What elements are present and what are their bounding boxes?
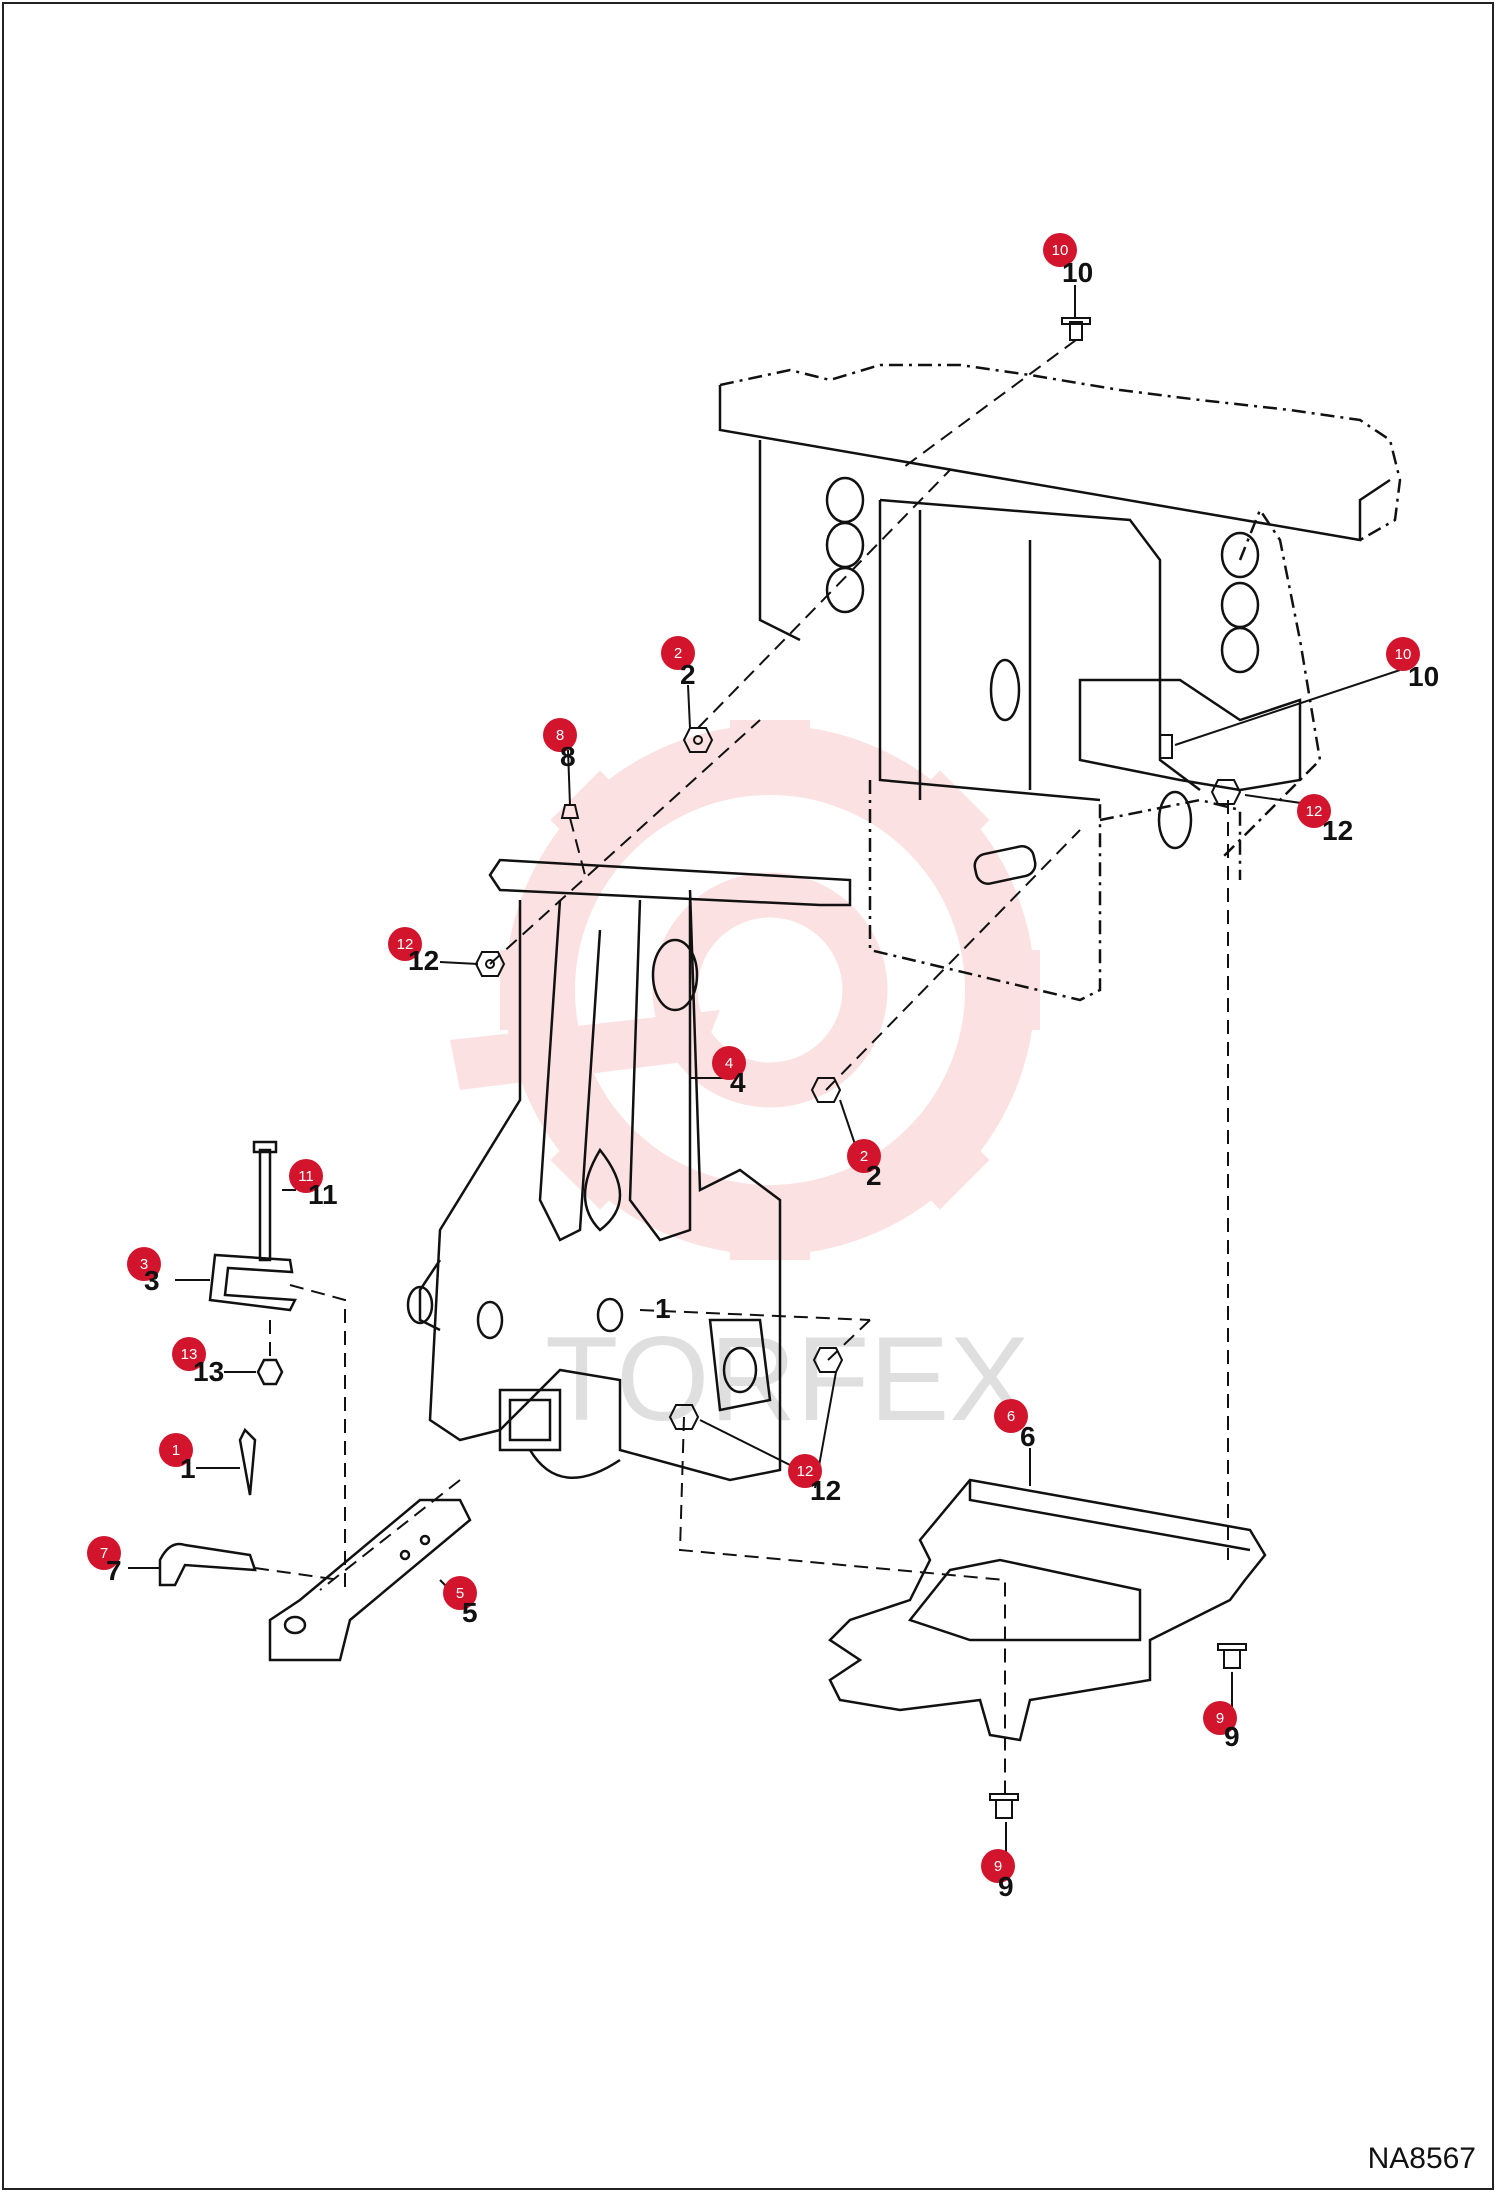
svg-text:6: 6	[1020, 1421, 1036, 1452]
callout-1: 1 1	[159, 1433, 196, 1484]
svg-text:3: 3	[144, 1265, 160, 1296]
svg-text:9: 9	[1224, 1721, 1240, 1752]
u-bracket-part	[208, 1253, 297, 1312]
reference-label-1: 1	[655, 1293, 671, 1324]
svg-text:10: 10	[1395, 646, 1412, 663]
svg-text:8: 8	[560, 741, 576, 772]
hitch-pin-part	[158, 1542, 257, 1587]
chassis-frame-part	[718, 363, 1402, 1002]
callout-2-middle: 2 2	[847, 1139, 882, 1191]
svg-text:2: 2	[866, 1160, 882, 1191]
svg-text:11: 11	[308, 1179, 338, 1210]
callout-12-right: 12 12	[1297, 794, 1353, 846]
nut-part	[256, 1358, 284, 1386]
svg-text:8: 8	[556, 727, 564, 744]
callout-6: 6 6	[994, 1399, 1036, 1452]
svg-text:13: 13	[193, 1356, 224, 1387]
svg-text:1: 1	[172, 1442, 180, 1459]
bolt-part	[252, 1140, 278, 1262]
svg-text:10: 10	[1052, 242, 1069, 259]
svg-text:5: 5	[456, 1585, 464, 1602]
svg-text:7: 7	[100, 1545, 108, 1562]
svg-text:9: 9	[1216, 1710, 1224, 1727]
ball-mount-part	[268, 1498, 472, 1662]
svg-text:12: 12	[810, 1475, 841, 1506]
callout-9-right: 9 9	[1203, 1701, 1240, 1752]
callout-4: 4 4	[712, 1046, 746, 1098]
watermark-text: TORFEX	[545, 1312, 1030, 1446]
svg-text:12: 12	[408, 945, 439, 976]
assembly-lines	[254, 339, 1229, 1800]
svg-text:10: 10	[1062, 257, 1093, 288]
svg-text:12: 12	[797, 1463, 814, 1480]
callout-10-top: 10 10	[1043, 233, 1093, 288]
svg-text:2: 2	[674, 645, 682, 662]
svg-text:10: 10	[1408, 661, 1439, 692]
svg-text:12: 12	[397, 936, 414, 953]
callout-3: 3 3	[127, 1247, 161, 1296]
hairpin-clip-part	[238, 1427, 257, 1496]
callout-5: 5 5	[443, 1576, 478, 1628]
callout-9-bottom: 9 9	[981, 1849, 1015, 1902]
svg-text:2: 2	[860, 1148, 868, 1165]
svg-text:9: 9	[998, 1871, 1014, 1902]
callout-12-bottom: 12 12	[788, 1454, 841, 1506]
svg-text:3: 3	[140, 1256, 148, 1273]
callout-11: 11 11	[289, 1159, 338, 1210]
callout-2-top: 2 2	[661, 636, 696, 690]
svg-text:5: 5	[462, 1597, 478, 1628]
svg-text:4: 4	[730, 1067, 746, 1098]
svg-text:6: 6	[1007, 1408, 1015, 1425]
cover-plate-part	[828, 1478, 1267, 1742]
svg-text:12: 12	[1322, 815, 1353, 846]
callout-10-right: 10 10	[1386, 637, 1439, 692]
svg-text:1: 1	[180, 1453, 196, 1484]
svg-text:12: 12	[1306, 803, 1323, 820]
svg-text:13: 13	[181, 1346, 198, 1363]
drawing-id: NA8567	[1367, 2142, 1476, 2175]
callout-12-left: 12 12	[388, 927, 439, 976]
svg-text:7: 7	[106, 1555, 122, 1586]
svg-text:4: 4	[725, 1055, 733, 1072]
callout-13: 13 13	[172, 1337, 224, 1387]
callout-8: 8 8	[543, 718, 577, 772]
hitch-mount-bracket-part	[406, 858, 852, 1482]
svg-text:9: 9	[994, 1858, 1002, 1875]
svg-text:2: 2	[680, 659, 696, 690]
watermark-gear-logo	[450, 720, 1040, 1260]
svg-text:11: 11	[298, 1168, 314, 1185]
callout-7: 7 7	[87, 1536, 122, 1586]
leader-lines	[128, 285, 1401, 1868]
